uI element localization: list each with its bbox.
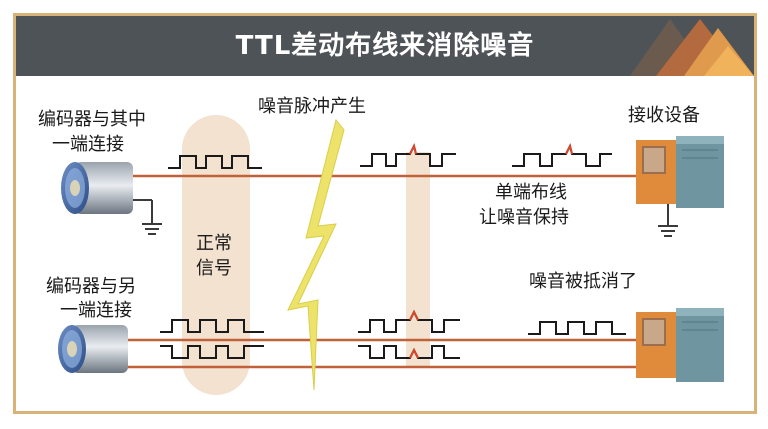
title-bar: TTL差动布线来消除噪音 xyxy=(16,16,754,76)
ground-symbol-encoder xyxy=(132,199,162,235)
waveform-top-normal xyxy=(168,155,262,169)
noise-cancelled-label: 噪音被抵消了 xyxy=(529,271,637,292)
normal-signal-label-line1: 正常 xyxy=(196,233,232,254)
encoder-bottom xyxy=(58,325,128,373)
single-ended-label-line1: 单端布线 xyxy=(495,182,567,203)
noise-spike-bottom-a xyxy=(409,309,419,321)
waveform-top-received xyxy=(512,143,612,167)
single-ended-label-line2: 让噪音保持 xyxy=(479,207,569,228)
encoder-top-label-line2: 一端连接 xyxy=(52,134,124,155)
encoder-bottom-label-line1: 编码器与另 xyxy=(46,276,136,297)
waveform-bottom-normal-b xyxy=(160,345,264,359)
noise-band xyxy=(406,152,430,368)
encoder-top-label-line1: 编码器与其中 xyxy=(38,109,146,130)
noise-spike-bottom-b xyxy=(409,347,419,359)
receiver-label: 接收设备 xyxy=(628,105,700,126)
waveform-bottom-normal-a xyxy=(160,319,264,333)
noise-pulse-label: 噪音脉冲产生 xyxy=(258,96,366,117)
noise-lightning-bolt xyxy=(287,118,345,391)
encoder-top xyxy=(61,162,133,214)
page-title: TTL差动布线来消除噪音 xyxy=(235,31,535,61)
noise-spike-top-mid xyxy=(409,143,417,155)
noise-spike-top-right xyxy=(565,143,573,155)
ground-symbol-receiver xyxy=(658,204,678,237)
waveform-bottom-clean xyxy=(528,321,626,335)
title-triangles-decoration xyxy=(630,19,754,76)
receiver-bottom xyxy=(636,308,724,382)
encoder-bottom-label-line2: 一端连接 xyxy=(60,300,132,321)
receiver-top xyxy=(636,136,724,208)
normal-signal-label-line2: 信号 xyxy=(196,258,232,279)
